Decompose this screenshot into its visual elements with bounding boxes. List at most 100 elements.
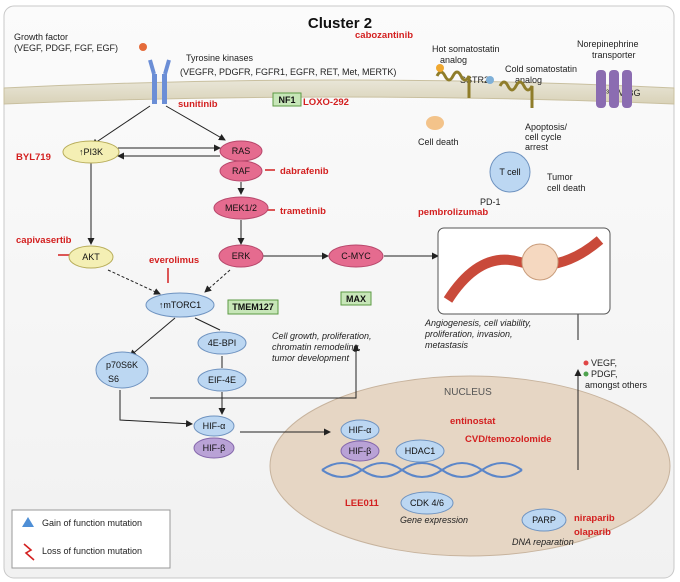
node-mtorc1: ↑mTORC1 (145, 292, 215, 318)
node-parp: PARP (521, 508, 567, 532)
cell-death-label: Cell death (418, 137, 459, 147)
svg-text:C-MYC: C-MYC (341, 251, 371, 261)
ne-transporter-label: Norepinephrine (577, 39, 639, 49)
hot-somatostatin-analog: analog (440, 55, 467, 65)
node-p70s6k: p70S6K S6 (95, 351, 149, 389)
svg-text:ERK: ERK (232, 251, 251, 261)
drug-pembrolizumab: pembrolizumab (418, 207, 488, 218)
vegf-label: VEGF, (591, 358, 617, 368)
edge-mtorc1-4ebp1 (194, 317, 221, 331)
dead-cell-icon (426, 116, 444, 130)
svg-text:T cell: T cell (499, 167, 520, 177)
pdgf-label: PDGF, (591, 369, 618, 379)
tumor-cell-death-label: cell death (547, 183, 586, 193)
caption-chromatin: chromatin remodeling, (272, 342, 361, 352)
caption-tumor-dev: tumor development (272, 353, 350, 363)
edge-erk-mtorc1 (204, 269, 231, 293)
svg-text:PARP: PARP (532, 515, 556, 525)
svg-text:AKT: AKT (82, 252, 100, 262)
caption-metastasis: metastasis (425, 340, 469, 350)
box-tmem127: TMEM127 (227, 299, 279, 315)
growth-factor-ligand (139, 43, 147, 51)
cold-analog-ligand (486, 76, 494, 84)
caption-gene-expression: Gene expression (400, 515, 468, 525)
drug-entinostat: entinostat (450, 416, 496, 427)
svg-text:HIF-α: HIF-α (203, 421, 226, 431)
caption-cell-growth: Cell growth, proliferation, (272, 331, 372, 341)
svg-text:S6: S6 (108, 374, 119, 384)
ne-transporter-icon (596, 70, 632, 108)
dna-strand-2-icon (321, 462, 523, 478)
drug-dabrafenib: dabrafenib (280, 166, 329, 177)
caption-dna-reparation: DNA reparation (512, 537, 574, 547)
svg-text:MEK1/2: MEK1/2 (225, 203, 257, 213)
hot-somatostatin-label: Hot somatostatin (432, 44, 500, 54)
node-akt: AKT (68, 245, 114, 269)
edge-p70s6k-hif (119, 390, 193, 428)
sstr2-receptor-icon (435, 70, 471, 98)
drug-sunitinib: sunitinib (178, 99, 218, 110)
drug-capivasertib: capivasertib (16, 235, 72, 246)
dna-strand-icon (321, 462, 523, 478)
box-max: MAX (340, 291, 372, 306)
amongst-label: amongst others (585, 380, 648, 390)
gain-mutation-icon (22, 517, 34, 527)
edge-akt-mtorc1 (107, 269, 161, 295)
vegf-dot (583, 360, 589, 366)
svg-text:CDK 4/6: CDK 4/6 (410, 498, 444, 508)
node-pi3k: ↑PI3K (62, 140, 120, 164)
svg-text:NF1: NF1 (278, 95, 295, 105)
blood-vessel-icon (443, 236, 604, 303)
legend-loss: Loss of function mutation (42, 546, 142, 556)
nucleus-label: NUCLEUS (444, 387, 492, 398)
mibg-label: ¹³¹I-MIBG (603, 88, 641, 98)
pdgf-dot (583, 371, 589, 377)
cold-somatostatin-label: Cold somatostatin (505, 64, 577, 74)
svg-text:p70S6K: p70S6K (106, 360, 138, 370)
svg-text:HIF-β: HIF-β (203, 443, 226, 453)
drug-niraparib: niraparib (574, 513, 615, 524)
tyrosine-kinases-label: Tyrosine kinases (186, 53, 254, 63)
tyrosine-kinase-list: (VEGFR, PDGFR, FGFR1, EGFR, RET, Met, ME… (180, 67, 396, 77)
drug-cabozantinib: cabozantinib (355, 30, 413, 41)
drug-everolimus: everolimus (149, 255, 199, 266)
node-hif-beta: HIF-β (193, 437, 235, 459)
svg-text:↑PI3K: ↑PI3K (79, 147, 103, 157)
svg-text:↑mTORC1: ↑mTORC1 (159, 300, 201, 310)
caption-angiogenesis: Angiogenesis, cell viability, (424, 318, 531, 328)
node-eif4e: EIF-4E (197, 368, 247, 392)
sstr2-receptor-2-icon (498, 80, 534, 108)
edge-receptor-pi3k (91, 105, 151, 146)
node-4ebp1: 4E-BPI (197, 331, 247, 355)
node-erk: ERK (218, 244, 264, 268)
loss-mutation-icon (23, 543, 35, 561)
svg-text:RAF: RAF (232, 166, 251, 176)
drug-loxo: LOXO-292 (303, 97, 349, 108)
growth-factor-label: Growth factor (14, 32, 68, 42)
node-cmyc: C-MYC (328, 244, 384, 268)
pd1-label: PD-1 (480, 197, 501, 207)
svg-text:EIF-4E: EIF-4E (208, 375, 236, 385)
box-nf1: NF1 (272, 92, 302, 107)
node-raf: RAF (219, 160, 263, 182)
arrest-label: arrest (525, 142, 549, 152)
sstr2-label: SSTR2 (460, 75, 489, 85)
node-cdk46: CDK 4/6 (400, 491, 454, 515)
cold-somatostatin-analog: analog (515, 75, 542, 85)
tumor-label: Tumor (547, 172, 573, 182)
node-t-cell: T cell (489, 151, 531, 193)
tumor-cell-cluster-icon (521, 243, 559, 281)
svg-text:HIF-β: HIF-β (349, 446, 372, 456)
edge-translation-output (150, 344, 360, 399)
node-hif-alpha: HIF-α (193, 415, 235, 437)
edge-mtorc1-p70s6k (129, 317, 176, 357)
growth-factor-list: (VEGF, PDGF, FGF, EGF) (14, 43, 118, 53)
node-ras: RAS (219, 140, 263, 162)
svg-text:4E-BPI: 4E-BPI (208, 338, 237, 348)
cell-cycle-label: cell cycle (525, 132, 562, 142)
figure-title: Cluster 2 (308, 15, 372, 32)
node-mek: MEK1/2 (213, 196, 269, 220)
ne-transporter-label-2: transporter (592, 50, 636, 60)
